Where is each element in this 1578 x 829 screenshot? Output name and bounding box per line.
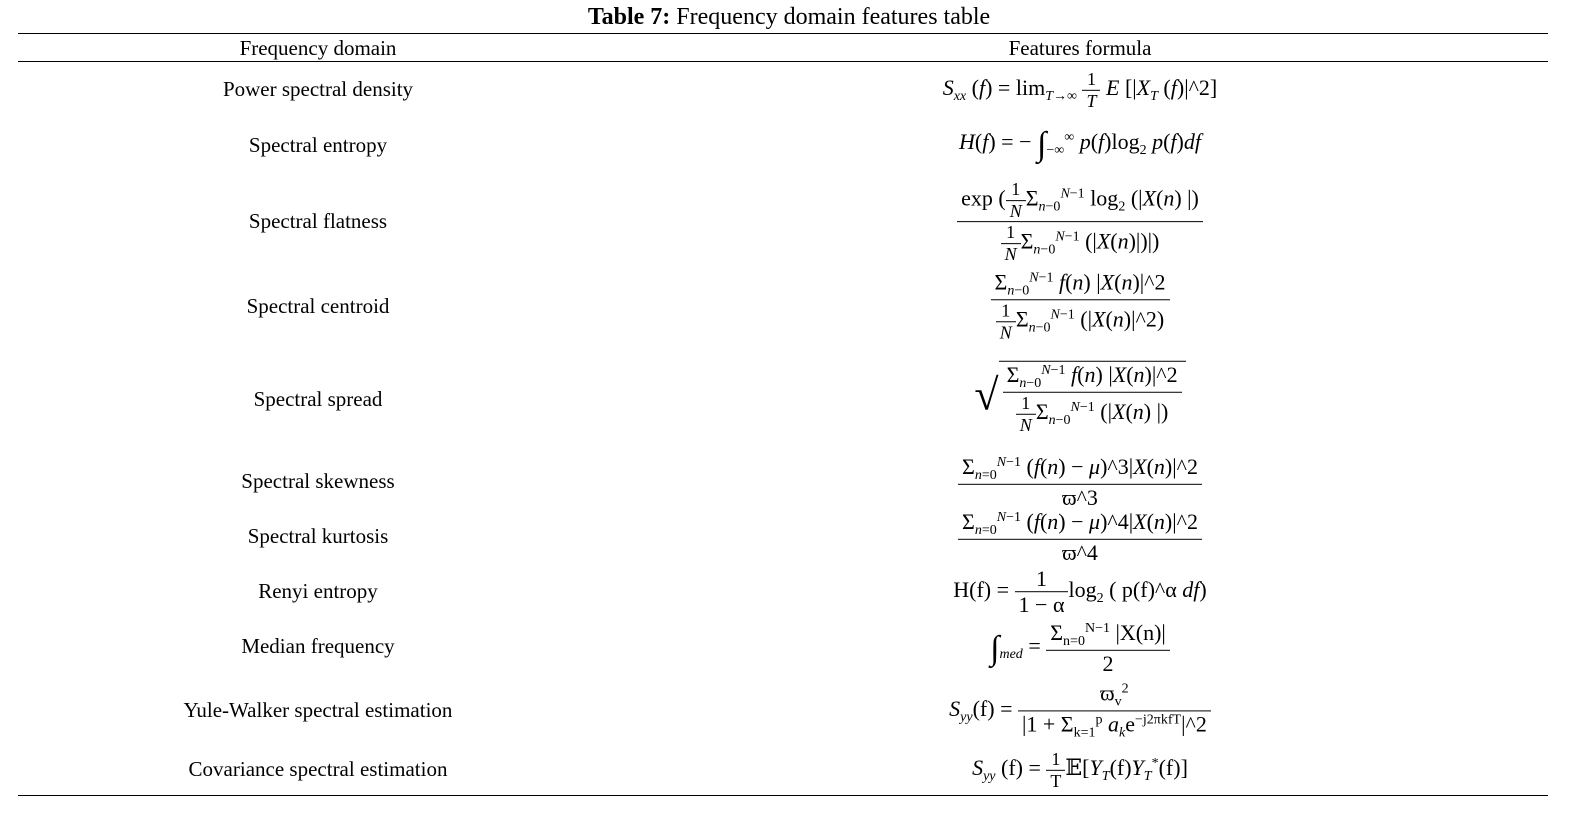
row-name-median-frequency: Median frequency xyxy=(241,634,395,658)
row-name-spectral-flatness: Spectral flatness xyxy=(248,209,388,233)
column-header-formula: Features formula xyxy=(1008,36,1152,60)
caption-text: Frequency domain features table xyxy=(670,4,991,30)
row-name-yule-walker: Yule-Walker spectral estimation xyxy=(183,698,453,722)
row-name-spectral-entropy: Spectral entropy xyxy=(248,133,388,157)
row-name-spectral-skewness: Spectral skewness xyxy=(241,469,395,493)
row-name-spectral-spread: Spectral spread xyxy=(253,387,383,411)
bottom-rule xyxy=(18,795,1548,796)
caption-label: Table 7: xyxy=(587,4,671,30)
formula-spectral-skewness: Σn=0N−1 (f(n) − μ)^3|X(n)|^2 ϖ^3 xyxy=(630,454,1530,510)
top-rule xyxy=(18,33,1548,34)
row-name-spectral-centroid: Spectral centroid xyxy=(246,294,390,318)
formula-spectral-kurtosis: Σn=0N−1 (f(n) − μ)^4|X(n)|^2 ϖ^4 xyxy=(630,509,1530,565)
row-name-covariance: Covariance spectral estimation xyxy=(188,757,448,781)
row-name-power-spectral-density: Power spectral density xyxy=(222,77,414,101)
formula-median-frequency: ∫med = Σn=0N−1 |X(n)| 2 xyxy=(630,620,1530,676)
header-rule xyxy=(18,61,1548,62)
formula-spectral-entropy: H(f) = − ∫−∞∞ p(f)log2 p(f)df xyxy=(959,126,1201,163)
column-header-domain: Frequency domain xyxy=(239,36,397,60)
row-name-spectral-kurtosis: Spectral kurtosis xyxy=(247,524,389,548)
table-caption: Table 7: Frequency domain features table xyxy=(0,2,1578,32)
formula-yule-walker: Syy(f) = ϖv2 |1 + Σk=1p ake−j2πkfT|^2 xyxy=(630,680,1530,741)
row-name-renyi-entropy: Renyi entropy xyxy=(258,579,378,603)
